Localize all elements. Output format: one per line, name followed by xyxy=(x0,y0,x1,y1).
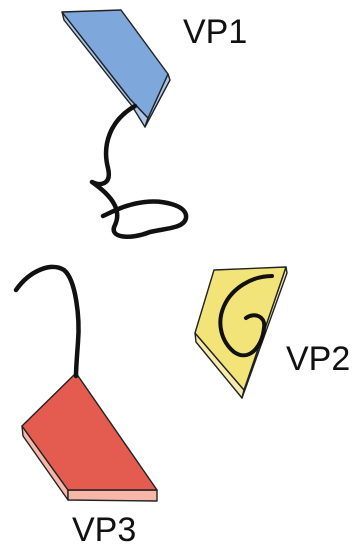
vp3-terminus-strand xyxy=(16,267,78,376)
vp3-block-bottom xyxy=(68,490,157,501)
vp1-block-face xyxy=(62,10,168,118)
vp3-label: VP3 xyxy=(72,511,136,549)
vp1-label: VP1 xyxy=(183,13,247,51)
vp1-terminus-strand xyxy=(92,106,186,237)
vp3-block-face xyxy=(22,373,157,490)
vp2-label: VP2 xyxy=(286,340,350,378)
vp2-group xyxy=(195,267,287,398)
vp1-group xyxy=(62,10,186,237)
vp3-group xyxy=(16,267,157,501)
